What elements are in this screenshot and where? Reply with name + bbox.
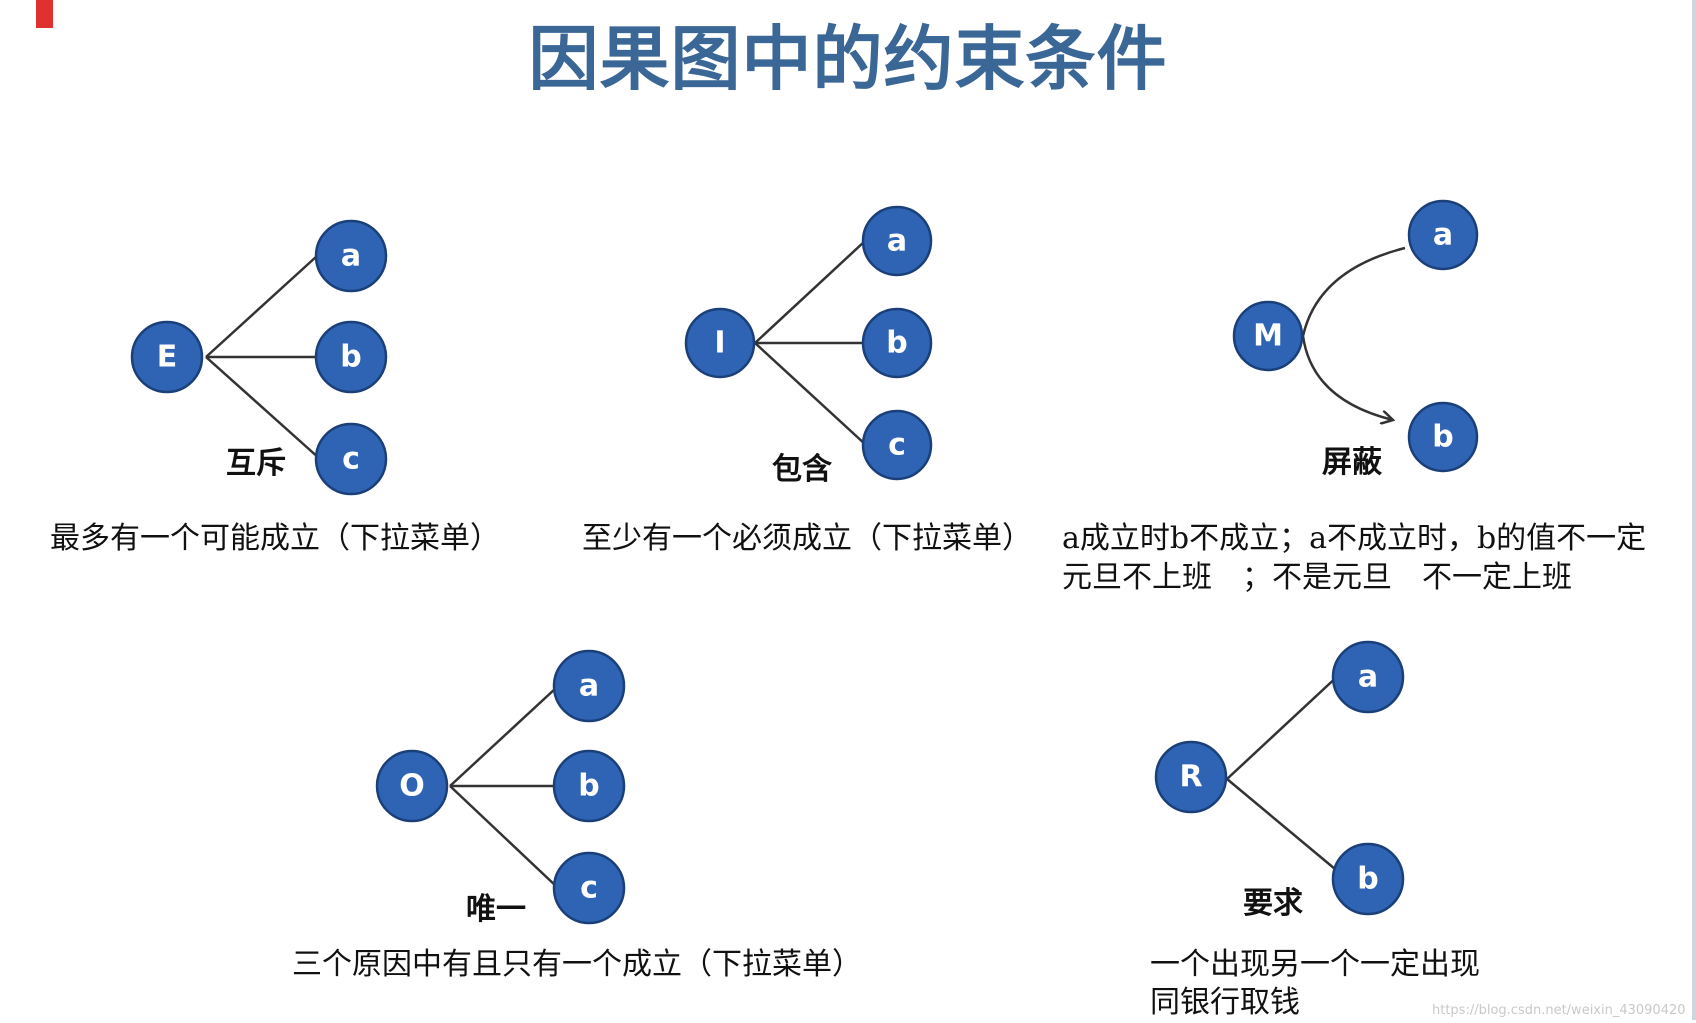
edge-e-a: [205, 255, 318, 358]
panel-inclusive: I a b c 包含: [684, 205, 933, 487]
svg-text:I: I: [714, 326, 725, 361]
label-require: 要求: [1243, 886, 1303, 921]
svg-text:c: c: [342, 442, 360, 477]
watermark: https://blog.csdn.net/weixin_43090420: [1432, 1003, 1686, 1018]
edge-r-b: [1226, 778, 1342, 875]
svg-text:b: b: [1432, 420, 1453, 455]
svg-text:a: a: [1358, 660, 1378, 695]
node-m: M: [1232, 300, 1304, 372]
desc-inclusive: 至少有一个必须成立（下拉菜单）: [582, 521, 1032, 556]
label-inclusive: 包含: [772, 452, 833, 487]
svg-text:M: M: [1253, 319, 1283, 354]
svg-text:a: a: [1433, 218, 1453, 253]
desc-require-line2: 同银行取钱: [1150, 985, 1300, 1020]
edge-i-c: [754, 342, 867, 446]
node-i-a: a: [861, 205, 933, 277]
svg-text:b: b: [886, 326, 907, 361]
svg-text:c: c: [888, 428, 906, 463]
panel-one: O a b c 唯一: [375, 649, 626, 927]
accent-bar: [36, 0, 53, 28]
svg-text:a: a: [887, 224, 907, 259]
svg-text:b: b: [340, 340, 361, 375]
svg-text:b: b: [1357, 862, 1378, 897]
desc-exclusive: 最多有一个可能成立（下拉菜单）: [50, 521, 500, 556]
node-o: O: [375, 749, 449, 823]
node-i-c: c: [861, 409, 933, 481]
node-e-a: a: [314, 219, 388, 293]
edge-r-a: [1226, 672, 1342, 780]
svg-text:a: a: [341, 239, 361, 274]
node-e: E: [130, 320, 204, 394]
label-one: 唯一: [466, 892, 526, 927]
node-o-b: b: [552, 749, 626, 823]
node-r-a: a: [1331, 640, 1405, 714]
desc-mask-line1: a成立时b不成立；a不成立时，b的值不一定: [1062, 521, 1647, 556]
node-m-b: b: [1407, 401, 1479, 473]
node-r-b: b: [1331, 842, 1405, 916]
node-e-c: c: [314, 422, 388, 496]
desc-one: 三个原因中有且只有一个成立（下拉菜单）: [292, 947, 862, 982]
label-exclusive: 互斥: [226, 446, 286, 481]
svg-text:b: b: [578, 769, 599, 804]
svg-text:R: R: [1179, 760, 1202, 795]
node-o-a: a: [552, 649, 626, 723]
svg-text:a: a: [579, 669, 599, 704]
edge-e-c: [205, 356, 321, 460]
node-m-a: a: [1407, 199, 1479, 271]
node-i-b: b: [861, 307, 933, 379]
node-o-c: c: [552, 851, 626, 925]
node-r: R: [1154, 740, 1228, 814]
svg-text:c: c: [580, 871, 598, 906]
page-title: 因果图中的约束条件: [528, 18, 1168, 100]
edge-m-b: [1301, 335, 1393, 420]
edge-o-c: [449, 785, 558, 888]
page-edge: [1692, 0, 1696, 1020]
edge-m-a: [1301, 246, 1406, 337]
svg-text:E: E: [157, 340, 178, 375]
node-e-b: b: [314, 320, 388, 394]
edge-i-a: [754, 240, 866, 344]
desc-require-line1: 一个出现另一个一定出现: [1150, 947, 1480, 982]
node-i: I: [684, 307, 756, 379]
edge-o-a: [449, 687, 557, 787]
svg-text:O: O: [399, 769, 425, 804]
panel-mask: M a b 屏蔽: [1232, 199, 1479, 480]
panel-require: R a b 要求: [1154, 640, 1405, 921]
label-mask: 屏蔽: [1322, 445, 1383, 480]
desc-mask-line2: 元旦不上班 ；不是元旦 不一定上班: [1062, 560, 1572, 595]
panel-exclusive: E a b c 互斥: [130, 219, 388, 496]
